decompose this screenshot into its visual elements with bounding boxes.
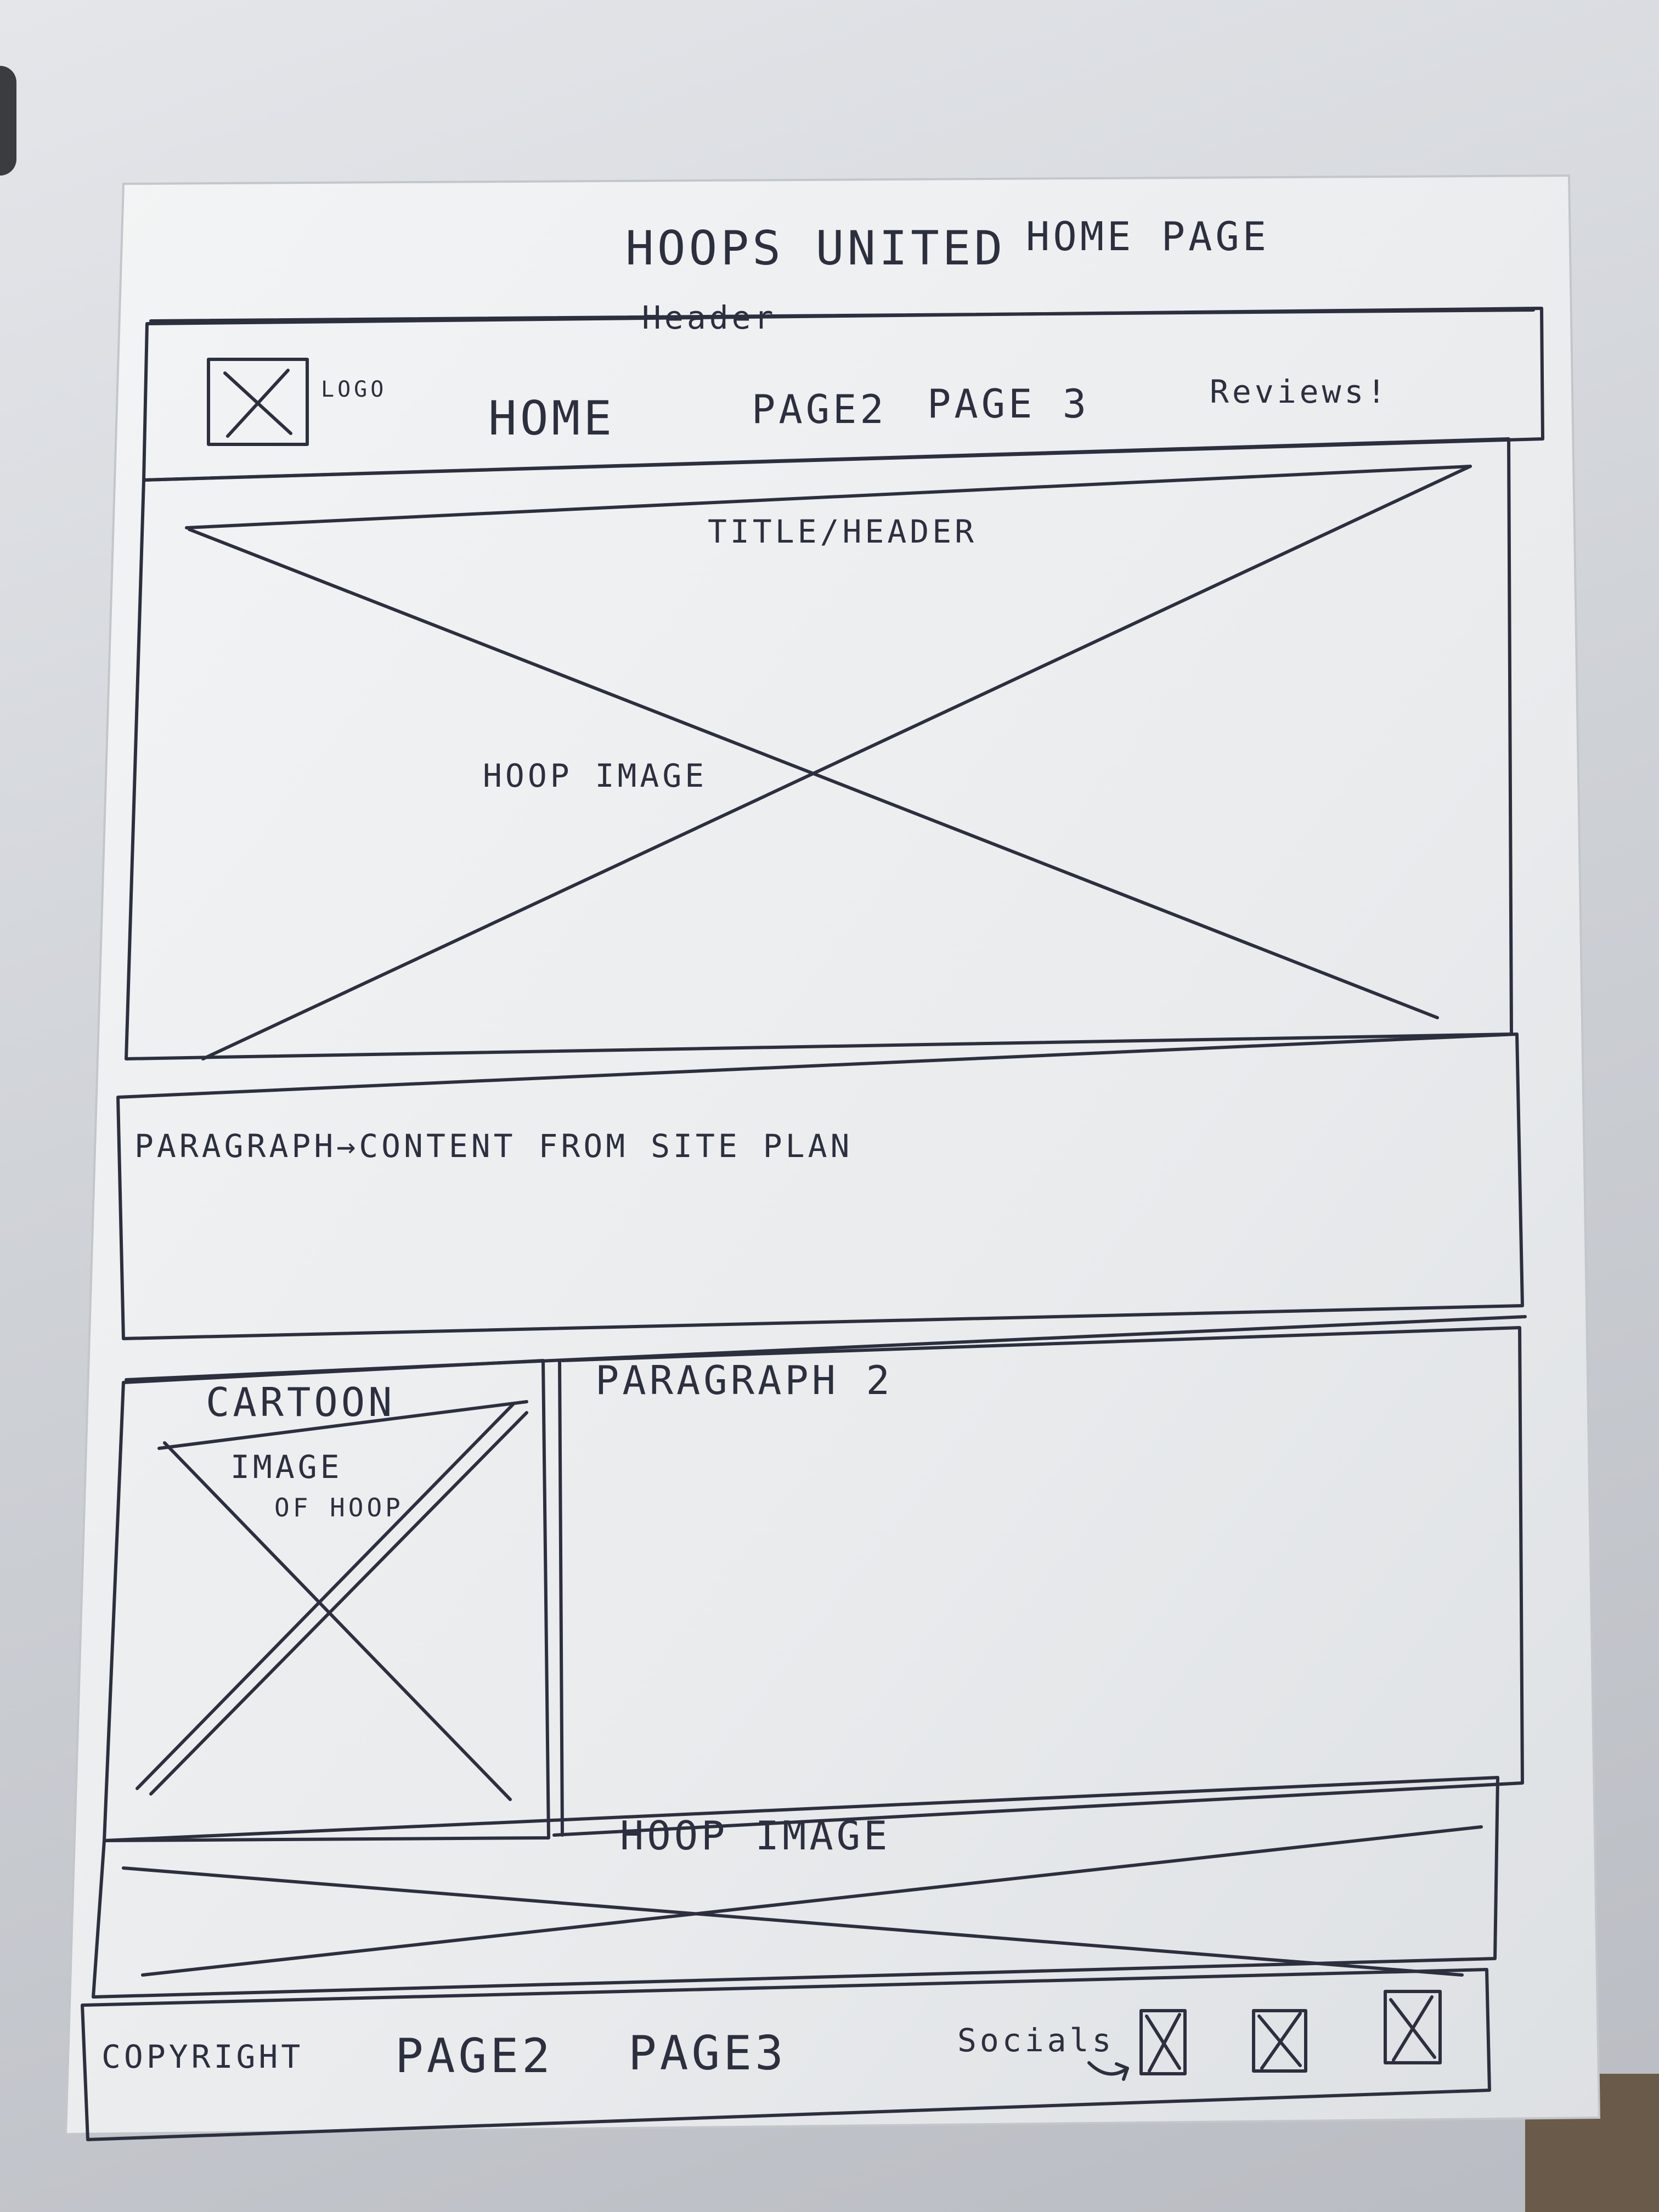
cartoon-label-line1: CARTOON <box>206 1379 396 1425</box>
paragraph-2-label: PARAGRAPH 2 <box>595 1357 893 1403</box>
page-name: HOME PAGE <box>1026 213 1270 259</box>
header-label: Header <box>642 299 777 336</box>
cartoon-label-line3: OF HOOP <box>274 1493 404 1522</box>
hero-image-label: HOOP IMAGE <box>483 757 708 794</box>
social-icon-3 <box>1384 1990 1442 2064</box>
nav-home[interactable]: HOME <box>488 391 616 446</box>
footer-copyright: COPYRIGHT <box>101 2038 304 2075</box>
hero-title-label: TITLE/HEADER <box>708 513 978 550</box>
cartoon-label-line2: IMAGE <box>230 1448 343 1486</box>
header-bar-outline <box>142 307 1544 482</box>
logo-placeholder-icon <box>207 358 309 446</box>
nav-reviews[interactable]: Reviews! <box>1210 373 1390 410</box>
social-icon-1 <box>1139 2009 1187 2075</box>
footer-link-page2[interactable]: PAGE2 <box>395 2029 554 2084</box>
footer-outline <box>81 1968 1491 2141</box>
paragraph-1-outline <box>116 1032 1527 1381</box>
nav-page2[interactable]: PAGE2 <box>752 386 887 432</box>
banner-image-outline <box>92 1776 1499 1999</box>
footer-socials-label: Socials <box>957 2022 1115 2059</box>
banner-image-label: HOOP IMAGE <box>620 1813 891 1859</box>
footer-link-page3[interactable]: PAGE3 <box>628 2026 787 2081</box>
paragraph-2-outline <box>552 1326 1524 1837</box>
cartoon-image-outline <box>103 1359 564 1842</box>
site-title: HOOPS UNITED <box>625 221 1006 276</box>
paragraph-1-label: PARAGRAPH→CONTENT FROM SITE PLAN <box>134 1127 853 1165</box>
social-icon-2 <box>1252 2009 1307 2073</box>
logo-label: LOGO <box>321 377 387 402</box>
desk-object <box>0 66 16 176</box>
nav-page3[interactable]: PAGE 3 <box>927 381 1090 427</box>
